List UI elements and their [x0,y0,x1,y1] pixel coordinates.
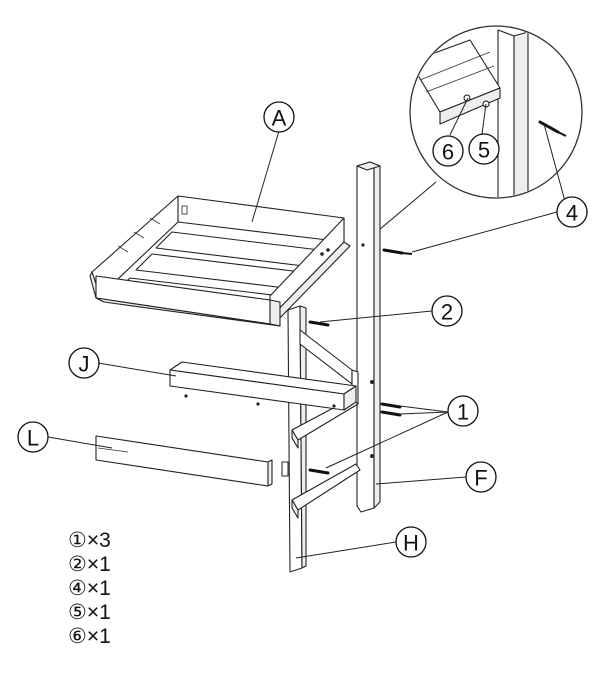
shelf-A [89,195,351,327]
post-F [356,161,381,513]
callout-F: F [465,461,497,493]
callout-J-label: J [79,352,90,377]
screws-1 [308,402,402,475]
board-J [169,361,357,411]
callout-4-label: 4 [566,201,578,226]
callout-6: 6 [432,135,464,167]
callout-4: 4 [556,196,588,228]
callout-2-label: 2 [441,300,453,325]
callout-A: A [263,101,295,133]
detail-zoom-view [359,25,583,247]
callout-H: H [395,526,427,558]
legend-row: ②×1 [68,553,111,576]
hardware-legend: ①×3 ②×1 ④×1 ⑤×1 ⑥×1 [68,529,111,648]
side-frame-H [281,305,361,573]
legend-row: ⑥×1 [68,625,111,648]
callout-5: 5 [468,133,500,165]
screw-2 [308,320,330,327]
callout-6-label: 6 [442,140,454,165]
legend-row: ④×1 [68,577,111,600]
callout-2: 2 [431,295,463,327]
screw-4 [382,248,413,255]
callout-A-label: A [272,106,287,131]
callout-5-label: 5 [478,138,490,163]
callout-L: L [17,421,49,453]
board-L [95,435,273,487]
callout-1-label: 1 [457,400,469,425]
callout-H-label: H [403,531,419,556]
legend-row: ①×3 [68,529,111,552]
callout-F-label: F [474,466,487,491]
callout-L-label: L [27,426,39,451]
legend-row: ⑤×1 [68,601,111,624]
callout-J: J [68,347,100,379]
callout-1: 1 [447,395,479,427]
